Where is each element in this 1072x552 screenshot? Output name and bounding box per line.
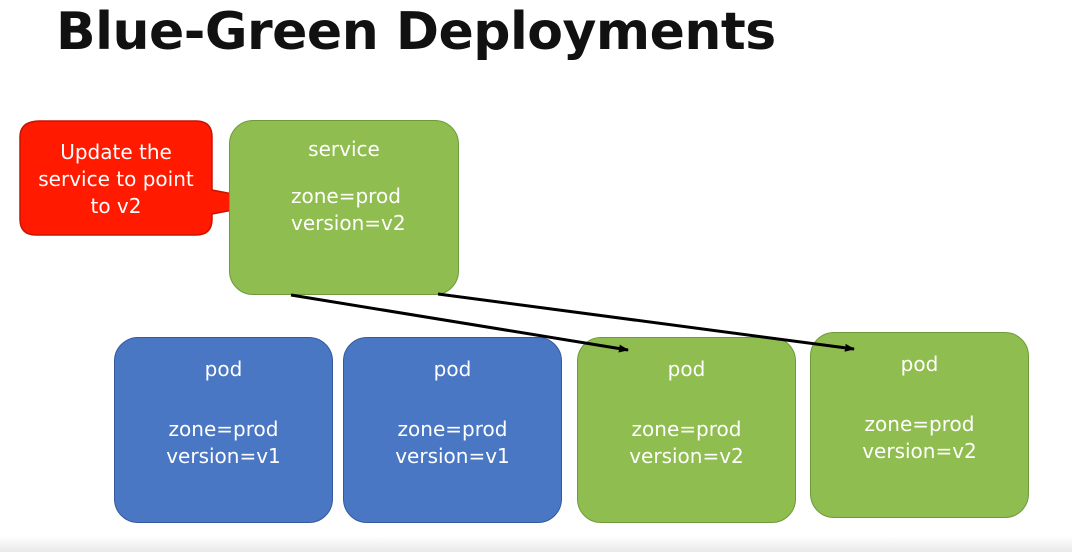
pod-attrs: zone=prod version=v2 [578, 416, 795, 470]
pod-version: version=v1 [395, 444, 510, 468]
arrow-to-pod-4 [437, 292, 855, 352]
callout-line: service to point [38, 167, 194, 191]
pod-label: pod [900, 352, 939, 376]
pod-zone: zone=prod [397, 417, 508, 441]
callout-line: to v2 [90, 194, 142, 218]
callout-bubble [19, 120, 275, 236]
arrow-to-pod-3 [290, 293, 629, 353]
service-box: service zone=prod version=v2 [229, 120, 459, 295]
service-label: service [308, 137, 380, 161]
pod-box-1: pod zone=prod version=v1 [114, 337, 333, 523]
pod-label: pod [204, 357, 243, 381]
callout-line: Update the [60, 140, 172, 164]
pod-label: pod [667, 357, 706, 381]
pod-attrs: zone=prod version=v2 [811, 411, 1028, 465]
pod-zone: zone=prod [168, 417, 279, 441]
pod-attrs: zone=prod version=v1 [115, 416, 332, 470]
pod-label: pod [433, 357, 472, 381]
pod-version: version=v2 [629, 444, 744, 468]
service-version: version=v2 [291, 211, 406, 235]
pod-version: version=v2 [862, 439, 977, 463]
service-attrs: zone=prod version=v2 [291, 183, 458, 237]
service-zone: zone=prod [291, 184, 401, 208]
pod-version: version=v1 [166, 444, 281, 468]
pod-attrs: zone=prod version=v1 [344, 416, 561, 470]
pod-box-2: pod zone=prod version=v1 [343, 337, 562, 523]
pod-box-3: pod zone=prod version=v2 [577, 337, 796, 523]
slide-title: Blue-Green Deployments [56, 2, 776, 62]
pod-box-4: pod zone=prod version=v2 [810, 332, 1029, 518]
pod-zone: zone=prod [631, 417, 742, 441]
callout-text: Update the service to point to v2 [26, 139, 206, 220]
pod-zone: zone=prod [864, 412, 975, 436]
bottom-edge [0, 536, 1072, 552]
callout-shape [19, 120, 275, 236]
